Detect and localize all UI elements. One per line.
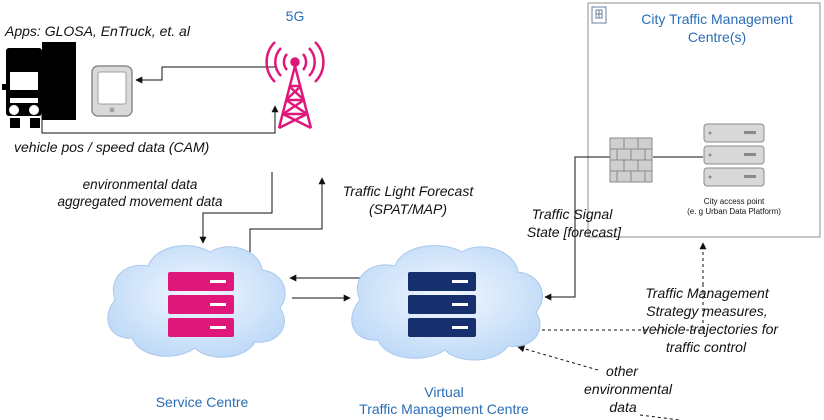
label-signal-state: State [forecast] xyxy=(527,224,622,240)
city-tmc-box: City Traffic Management Centre(s) xyxy=(587,2,821,238)
label-tms-line2: Strategy measures, xyxy=(646,303,767,319)
firewall-icon xyxy=(609,137,653,183)
arrow-city-to-virtual xyxy=(544,156,610,301)
virtual-tmc-cloud xyxy=(351,245,543,361)
label-tms-line1: Traffic Management xyxy=(645,285,770,301)
arrow-other-env-data xyxy=(517,345,599,371)
connectors xyxy=(41,66,707,420)
label-traffic-light-forecast: Traffic Light Forecast xyxy=(343,183,475,199)
city-tmc-title-line1: City Traffic Management xyxy=(641,11,793,27)
city-tmc-title-line2: Centre(s) xyxy=(688,29,746,45)
building-icon xyxy=(591,6,607,24)
line-dashed-virtual-to-city xyxy=(536,285,704,331)
label-traffic-signal: Traffic Signal xyxy=(532,206,614,222)
label-tms-line4: traffic control xyxy=(666,339,747,355)
service-centre-cloud xyxy=(107,245,286,358)
label-virtual: Virtual xyxy=(424,384,463,400)
truck-icon xyxy=(2,42,76,128)
label-vehicle-data: vehicle pos / speed data (CAM) xyxy=(14,139,209,155)
arrow-vehicle-to-5g xyxy=(41,105,279,134)
server-stack-icon xyxy=(408,272,476,337)
label-tms-line3: vehicle trajectories for xyxy=(642,321,780,337)
server-stack-icon xyxy=(703,123,765,187)
arrow-service-to-5g xyxy=(249,177,326,262)
line-dashed-bottom xyxy=(639,414,681,420)
label-environmental-data: environmental data xyxy=(83,177,198,192)
label-apps: Apps: GLOSA, EnTruck, et. al xyxy=(4,23,191,39)
smartphone-icon xyxy=(91,65,133,117)
label-urban-data-platform: (e. g Urban Data Platform) xyxy=(687,207,781,216)
label-service-centre: Service Centre xyxy=(156,394,249,410)
arrow-5g-to-service xyxy=(199,172,273,244)
label-spat-map: (SPAT/MAP) xyxy=(369,201,447,217)
label-aggregated-movement: aggregated movement data xyxy=(57,194,223,209)
arrow-5g-to-phone xyxy=(135,66,275,84)
server-stack-icon xyxy=(168,272,234,337)
label-city-access-point: City access point xyxy=(704,197,765,206)
label-environmental: environmental xyxy=(584,381,673,397)
label-other: other xyxy=(606,363,639,379)
antenna-5g-icon xyxy=(265,41,325,130)
label-data: data xyxy=(609,399,636,415)
label-5g: 5G xyxy=(286,8,305,24)
label-virtual-tmc: Traffic Management Centre xyxy=(359,401,529,417)
